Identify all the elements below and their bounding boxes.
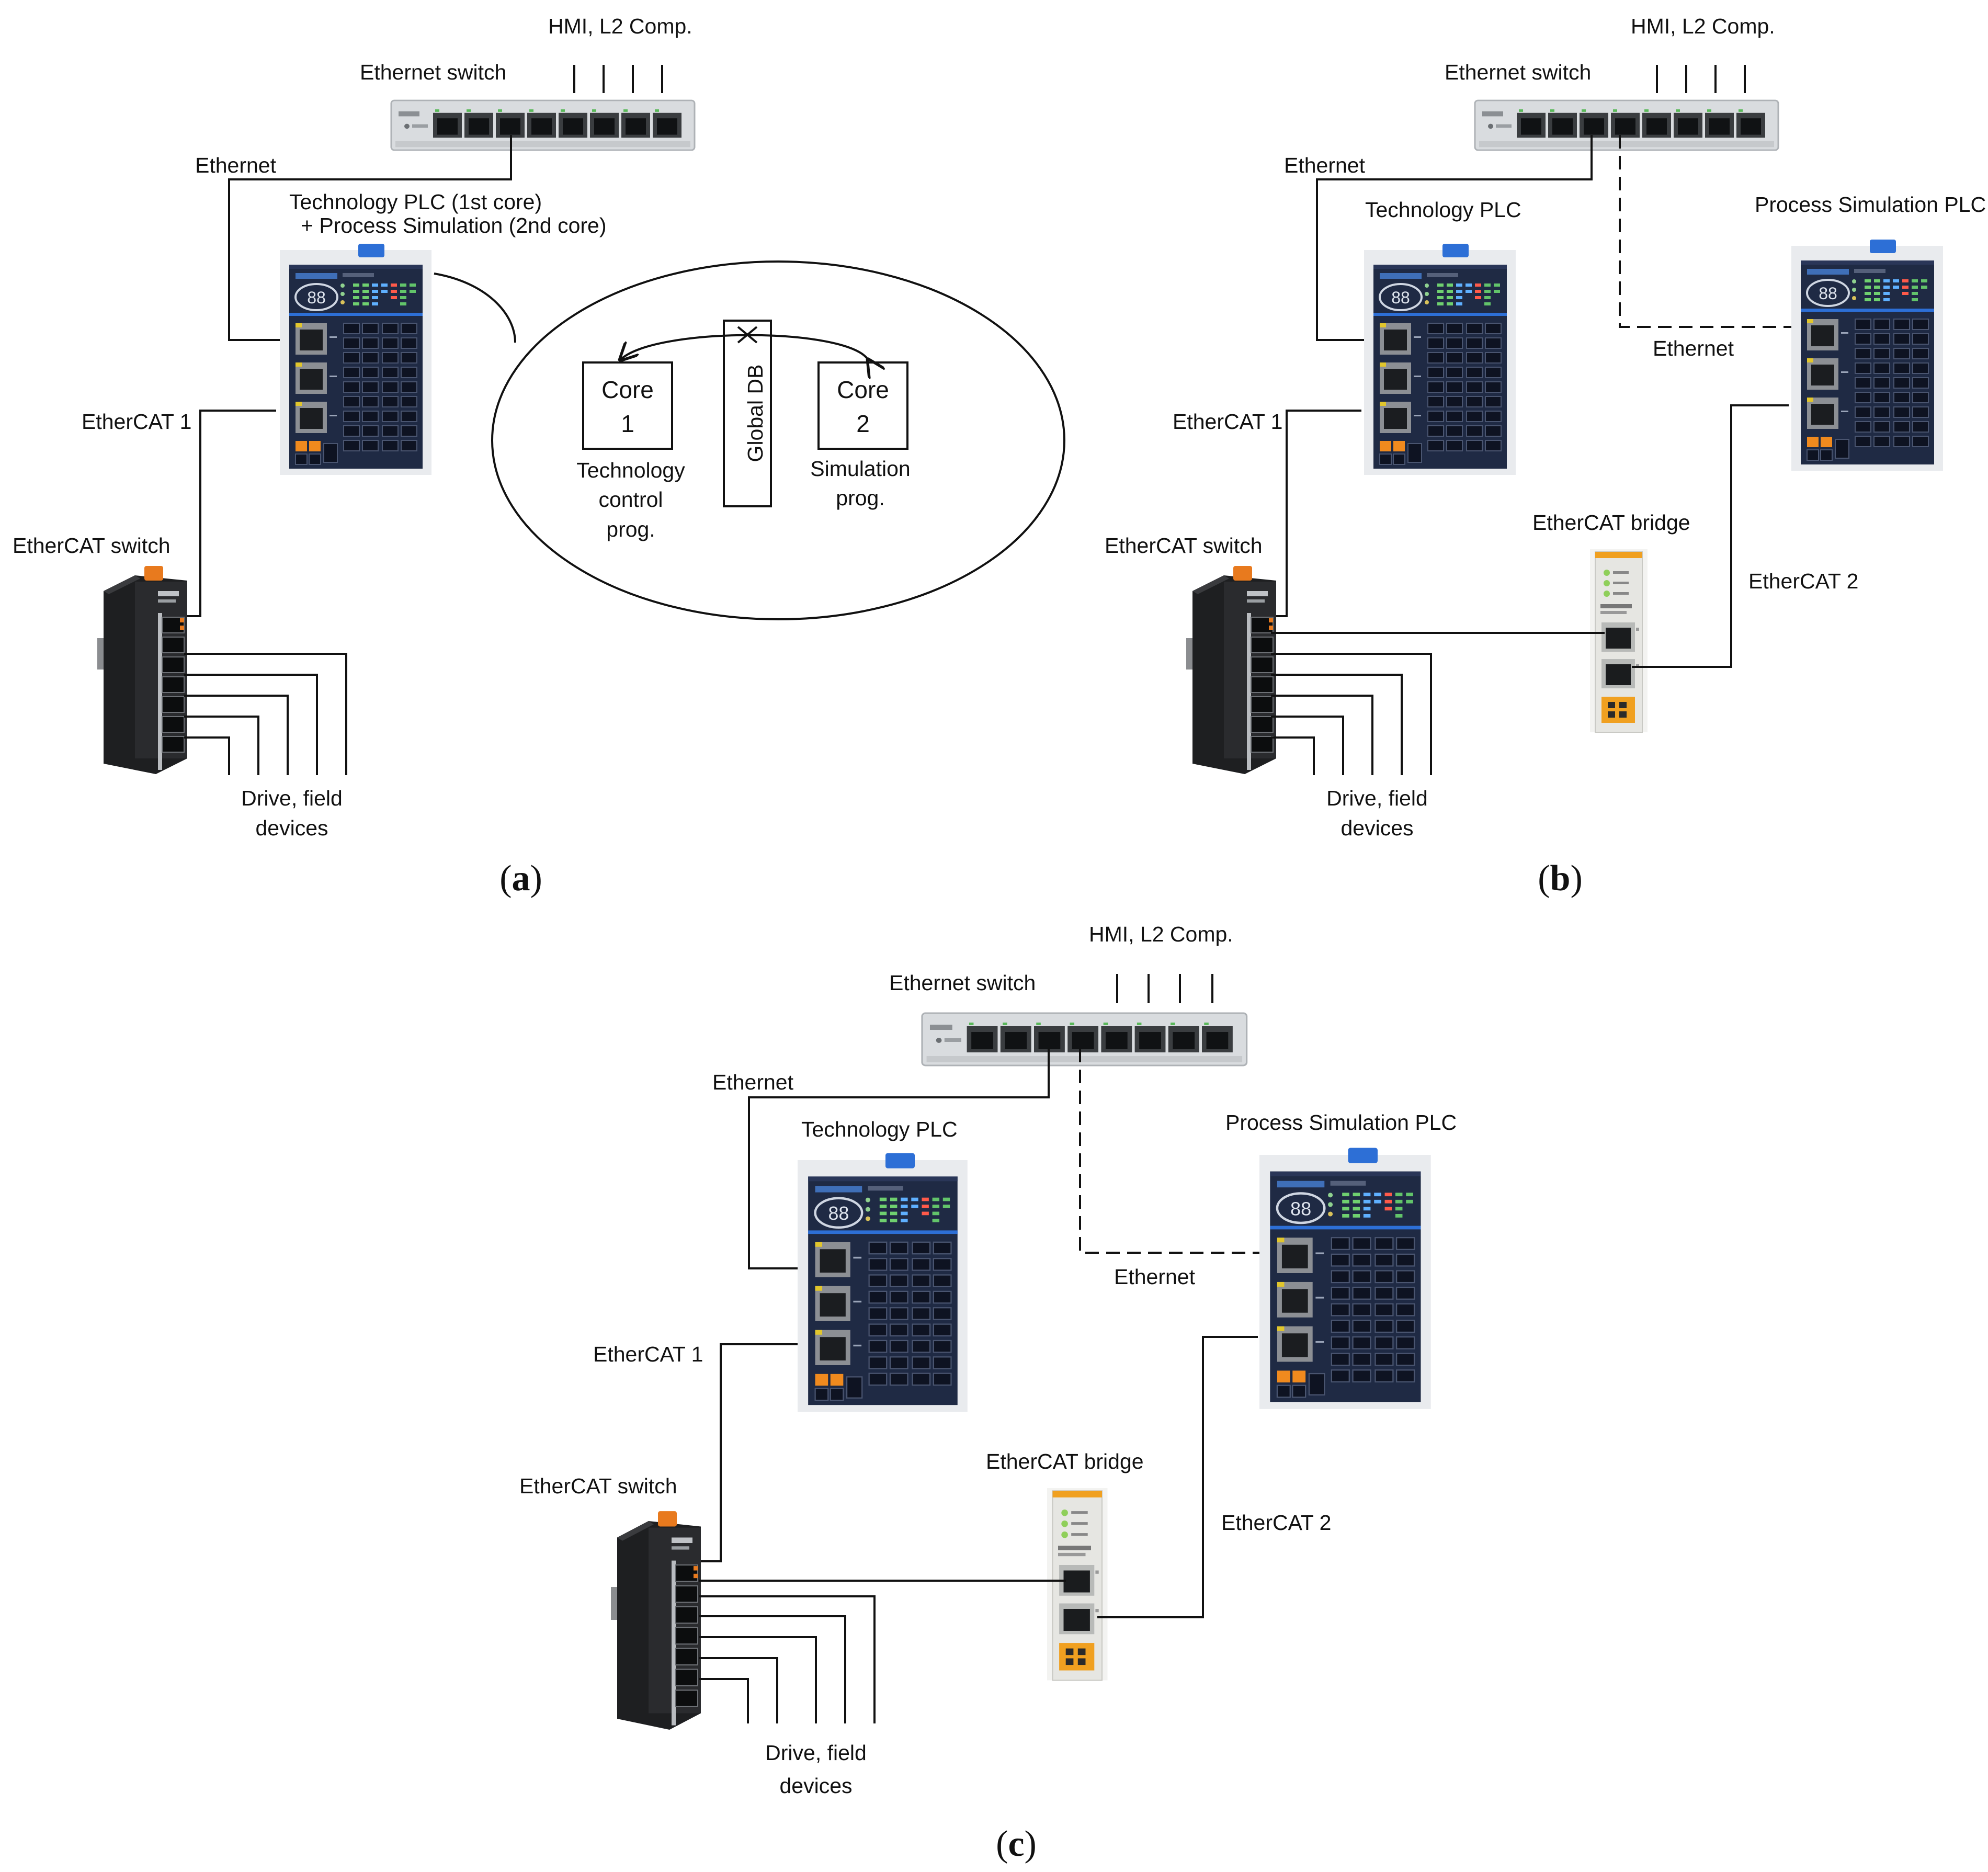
panel-b: HMI, L2 Comp. Ethernet switch Ethernet E… — [1105, 14, 1986, 840]
ethernet-link — [748, 1049, 1050, 1269]
ethernet-switch-label: Ethernet switch — [1445, 60, 1591, 84]
ethercat-bridge-icon — [1046, 1487, 1108, 1681]
ethercat-bridge-icon — [1589, 549, 1648, 733]
plc-icon — [798, 1153, 968, 1412]
ethercat1-label: EtherCAT 1 — [82, 410, 191, 434]
ethernet-label: Ethernet — [195, 153, 277, 177]
field-devices-line1: Drive, field — [765, 1741, 867, 1765]
core1-caption-line2: control — [598, 487, 663, 512]
hmi-connection-lines — [1116, 974, 1213, 1003]
ethercat1-label: EtherCAT 1 — [593, 1342, 703, 1366]
field-devices-line1: Drive, field — [241, 786, 343, 810]
core1-caption-line1: Technology — [576, 458, 685, 482]
core2-caption-line2: prog. — [836, 486, 884, 510]
ethercat2-link — [1632, 404, 1789, 668]
field-device-lines — [184, 653, 347, 775]
caption-c: (c) — [996, 1824, 1037, 1864]
ethercat-switch-icon — [610, 1511, 702, 1731]
ethernet-sim-link — [1079, 1049, 1263, 1254]
ethercat2-label: EtherCAT 2 — [1748, 569, 1858, 593]
ethernet-label: Ethernet — [712, 1070, 794, 1094]
plc-icon — [279, 243, 433, 476]
ethernet2-label: Ethernet — [1653, 336, 1734, 360]
dual-core-detail: Core 1 Technology control prog. Global D… — [491, 260, 1065, 620]
ethernet-switch-label: Ethernet switch — [360, 60, 506, 84]
field-devices-line2: devices — [255, 816, 328, 840]
core1-line1: Core — [601, 376, 654, 403]
ethernet-switch-label: Ethernet switch — [889, 971, 1036, 995]
core1-line2: 1 — [621, 410, 634, 437]
field-devices-line1: Drive, field — [1326, 786, 1428, 810]
field-device-lines — [699, 1595, 876, 1723]
caption-a: (a) — [499, 858, 542, 899]
hmi-connection-lines — [573, 65, 663, 93]
hmi-connection-lines — [1656, 65, 1746, 93]
core1-caption-line3: prog. — [606, 517, 655, 541]
hmi-label: HMI, L2 Comp. — [1089, 922, 1233, 946]
ethernet2-label: Ethernet — [1114, 1265, 1196, 1289]
hmi-label: HMI, L2 Comp. — [1631, 14, 1775, 38]
plc-label: Technology PLC — [801, 1117, 958, 1141]
core-ellipse — [491, 260, 1065, 620]
global-db-label: Global DB — [743, 365, 767, 462]
ethernet-label: Ethernet — [1284, 153, 1366, 177]
ethernet-sim-link — [1619, 135, 1795, 328]
field-devices-line2: devices — [779, 1774, 852, 1798]
sim-plc-label: Process Simulation PLC — [1225, 1110, 1457, 1134]
ethercat-switch-icon — [1186, 565, 1277, 775]
ethernet-link — [228, 135, 512, 341]
core-exchange-arrow — [620, 334, 868, 360]
ethercat1-link — [1271, 410, 1361, 617]
caption-b: (b) — [1538, 858, 1583, 899]
panel-a: HMI, L2 Comp. Ethernet switch Ethernet T… — [13, 14, 696, 840]
core2-line1: Core — [837, 376, 889, 403]
panel-c: HMI, L2 Comp. Ethernet switch Ethernet E… — [519, 922, 1457, 1798]
plc-label: Technology PLC — [1365, 198, 1521, 222]
ethercat1-link — [184, 410, 276, 617]
ethercat-switch-label: EtherCAT switch — [1105, 534, 1263, 558]
ethercat-switch-label: EtherCAT switch — [13, 534, 171, 558]
plc-icon — [1363, 243, 1517, 476]
ethercat1-link — [699, 1343, 798, 1562]
ethernet-switch-icon — [921, 1012, 1248, 1067]
ethercat1-label: EtherCAT 1 — [1173, 410, 1282, 434]
bridge-label: EtherCAT bridge — [986, 1449, 1144, 1473]
field-devices-line2: devices — [1341, 816, 1413, 840]
sim-plc-icon — [1259, 1148, 1431, 1409]
field-device-lines — [1271, 653, 1432, 775]
bridge-label: EtherCAT bridge — [1532, 510, 1690, 535]
ethercat2-label: EtherCAT 2 — [1221, 1511, 1331, 1535]
ethernet-switch-icon — [1474, 99, 1779, 151]
sim-plc-icon — [1790, 239, 1944, 472]
ethernet-link — [1316, 135, 1593, 341]
ethercat-switch-label: EtherCAT switch — [519, 1474, 677, 1498]
core2-line2: 2 — [856, 410, 870, 437]
ethercat2-link — [1097, 1336, 1258, 1618]
core2-caption-line1: Simulation — [810, 457, 910, 481]
sim-plc-label: Process Simulation PLC — [1755, 192, 1986, 217]
hmi-label: HMI, L2 Comp. — [548, 14, 692, 38]
callout-line — [434, 273, 516, 343]
ethercat-switch-icon — [97, 565, 188, 775]
plc-label-line1: Technology PLC (1st core) — [289, 190, 542, 214]
ethernet-switch-icon — [390, 99, 696, 151]
plc-label-line2: + Process Simulation (2nd core) — [301, 213, 607, 237]
